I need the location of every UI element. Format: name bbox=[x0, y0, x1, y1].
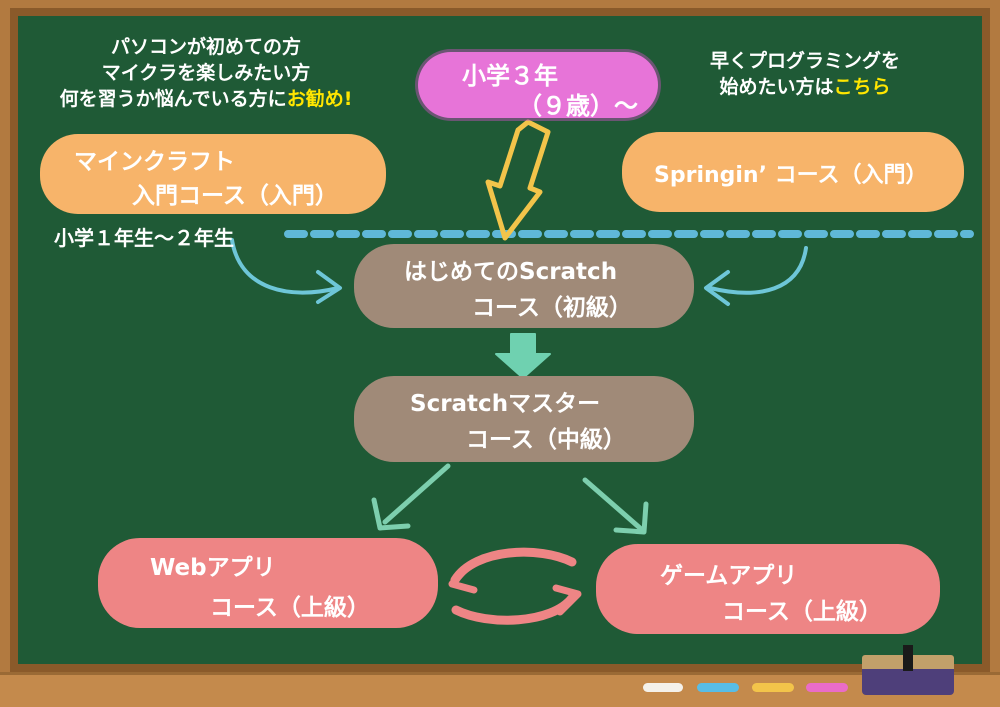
age-badge bbox=[418, 52, 658, 118]
course-springin-line1: Springin’ コース（入門） bbox=[654, 163, 928, 188]
here-highlight: こちら bbox=[833, 76, 891, 98]
yellow-chalk bbox=[752, 683, 794, 692]
course-scratch-beginner-line1: はじめてのScratch bbox=[404, 259, 618, 285]
mint-down-arrow bbox=[495, 333, 551, 379]
pink-chalk bbox=[806, 683, 848, 692]
top-left-note-line3-prefix: 何を習うか悩んでいる方に bbox=[59, 88, 287, 110]
course-scratch-beginner[interactable] bbox=[354, 244, 694, 328]
left-curve-arrow-head bbox=[316, 270, 342, 304]
blue-chalk bbox=[697, 683, 739, 692]
right-curve-arrow-head bbox=[704, 270, 730, 306]
course-game-app-line2: コース（上級） bbox=[722, 599, 882, 625]
course-web-app-line1: Webアプリ bbox=[150, 555, 276, 581]
white-chalk bbox=[643, 683, 683, 692]
yellow-down-arrow bbox=[485, 119, 551, 241]
top-left-note-line2: マイクラを楽しみたい方 bbox=[101, 62, 311, 84]
to-game-arrow-head bbox=[613, 501, 649, 535]
top-right-note-line2: 始めたい方はこちら bbox=[680, 74, 930, 100]
age-badge-line1: 小学３年 bbox=[462, 62, 558, 90]
top-left-note-line3: 何を習うか悩んでいる方にお勧め! bbox=[46, 86, 366, 112]
course-scratch-master-line2: コース（中級） bbox=[466, 427, 626, 453]
left-curve-arrow bbox=[230, 238, 340, 295]
course-web-app-line2: コース（上級） bbox=[210, 595, 370, 621]
to-web-arrow-head bbox=[371, 497, 411, 531]
swap-arrow-bottom bbox=[451, 593, 577, 625]
age-badge-line2: （９歳）〜 bbox=[518, 92, 638, 120]
top-right-note-line1: 早くプログラミングを bbox=[709, 50, 900, 72]
eraser bbox=[862, 645, 954, 695]
swap-arrow-top bbox=[450, 547, 577, 585]
top-right-note: 早くプログラミングを 始めたい方はこちら bbox=[680, 48, 930, 100]
course-game-app[interactable] bbox=[596, 544, 940, 634]
course-minecraft-line1: マインクラフト bbox=[74, 149, 235, 175]
course-minecraft[interactable] bbox=[40, 134, 386, 214]
course-game-app-line1: ゲームアプリ bbox=[660, 563, 798, 589]
to-web-arrow bbox=[382, 463, 451, 525]
course-scratch-master-line1: Scratchマスター bbox=[410, 391, 601, 417]
swap-arrow-bottom-head bbox=[552, 584, 582, 616]
course-scratch-beginner-line2: コース（初級） bbox=[472, 295, 632, 321]
course-minecraft-line2: 入門コース（入門） bbox=[132, 183, 338, 209]
swap-arrow-top-head bbox=[448, 562, 478, 594]
top-left-note: パソコンが初めての方 マイクラを楽しみたい方 何を習うか悩んでいる方にお勧め! bbox=[46, 34, 366, 112]
recommend-highlight: お勧め! bbox=[286, 88, 353, 110]
top-right-note-line2-prefix: 始めたい方は bbox=[719, 76, 834, 98]
top-left-note-line1: パソコンが初めての方 bbox=[110, 36, 301, 58]
to-game-arrow bbox=[582, 477, 643, 531]
course-springin[interactable] bbox=[622, 132, 964, 212]
course-scratch-master[interactable] bbox=[354, 376, 694, 462]
age-lower-label: 小学１年生〜２年生 bbox=[54, 226, 234, 250]
right-curve-arrow bbox=[708, 246, 808, 295]
course-web-app[interactable] bbox=[98, 538, 438, 628]
